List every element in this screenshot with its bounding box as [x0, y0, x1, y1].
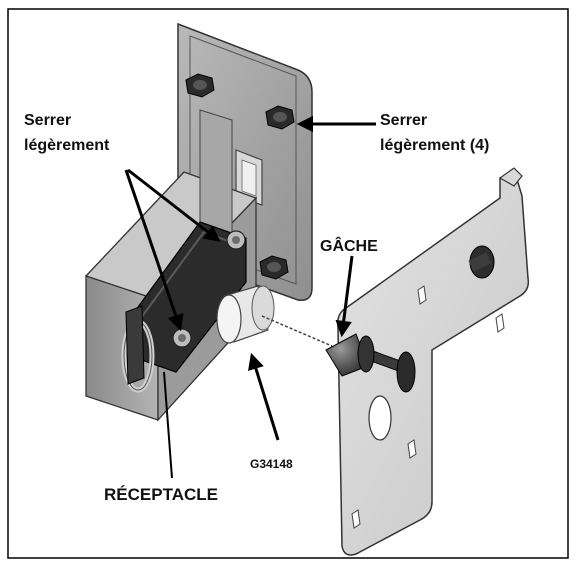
arrow-part-number [248, 352, 280, 441]
leader-receptacle [163, 371, 173, 479]
label-tighten-right-line2: légèrement (4) [380, 137, 489, 154]
label-receptacle: RÉCEPTACLE [104, 485, 218, 504]
label-part-number: G34148 [250, 457, 293, 471]
alignment-line [261, 315, 333, 347]
label-tighten-right-line1: Serrer [380, 112, 427, 129]
label-striker: GÂCHE [320, 236, 378, 255]
label-tighten-left-line1: Serrer [24, 112, 71, 129]
nut-bottom-right [259, 255, 289, 280]
label-tighten-left-line2: légèrement [24, 137, 110, 154]
nut-top-left [185, 73, 215, 98]
arrow-tighten-left-upper [127, 168, 221, 243]
striker-bracket [336, 167, 530, 556]
nut-top-right [265, 105, 295, 130]
arrow-tighten-left-lower [124, 169, 184, 332]
arrow-striker [335, 255, 354, 338]
striker-nut [396, 351, 416, 393]
striker [325, 333, 416, 393]
receptacle-latch [121, 221, 247, 393]
